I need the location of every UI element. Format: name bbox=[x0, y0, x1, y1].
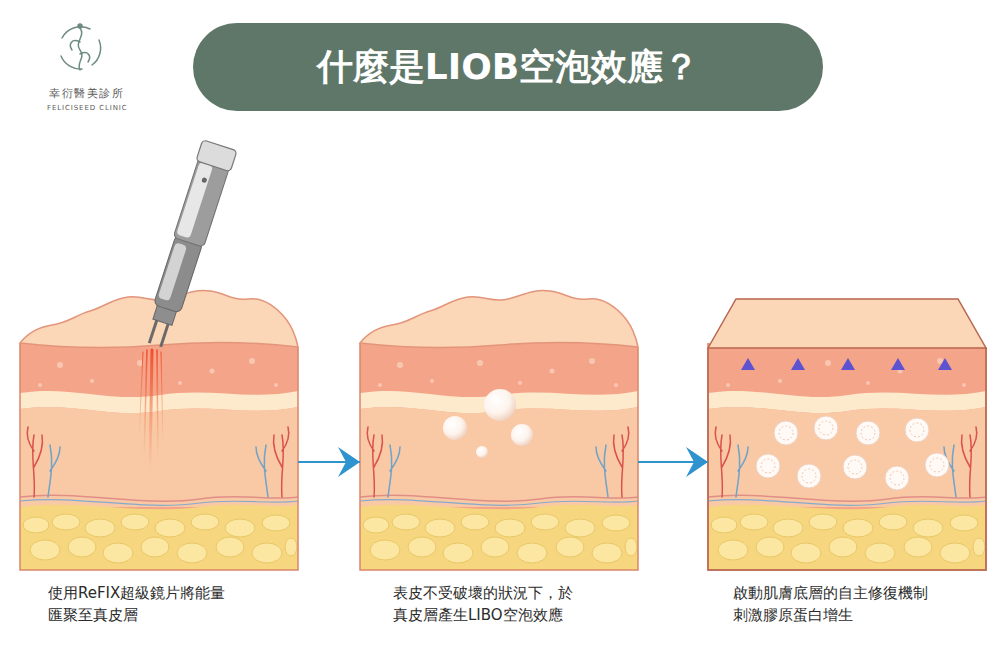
skin-panel-2 bbox=[360, 291, 638, 570]
skin-panel: 表皮不受破壞的狀況下，於 真皮層產生LIBO空泡效應 bbox=[360, 285, 638, 635]
logo-label: FELICISEED CLINIC bbox=[47, 104, 128, 112]
repair-arrows bbox=[741, 358, 952, 394]
skin-panel-3 bbox=[708, 299, 986, 570]
laser-beam bbox=[139, 350, 163, 472]
logo-label: 幸衍醫美診所 bbox=[49, 86, 124, 101]
cavitation-bubbles bbox=[443, 389, 533, 458]
skin-panel: 使用ReFIX超級鏡片將能量 匯聚至真皮層 bbox=[20, 285, 298, 635]
skin-panel: 啟動肌膚底層的自主修復機制 刺激膠原蛋白增生 bbox=[708, 285, 986, 635]
collagen-cells bbox=[756, 416, 949, 490]
flow-arrow bbox=[638, 461, 708, 463]
skin-panel-1 bbox=[20, 291, 298, 570]
logo-icon bbox=[61, 24, 101, 70]
title-pill: 什麼是LIOB空泡效應？ bbox=[193, 23, 823, 111]
step-caption: 表皮不受破壞的狀況下，於 真皮層產生LIBO空泡效應 bbox=[393, 583, 633, 627]
laser-handpiece bbox=[138, 140, 237, 351]
step-caption: 使用ReFIX超級鏡片將能量 匯聚至真皮層 bbox=[48, 583, 288, 627]
flow-arrow bbox=[298, 461, 360, 463]
title-text: 什麼是LIOB空泡效應？ bbox=[317, 43, 699, 92]
step-caption: 啟動肌膚底層的自主修復機制 刺激膠原蛋白增生 bbox=[733, 583, 973, 627]
